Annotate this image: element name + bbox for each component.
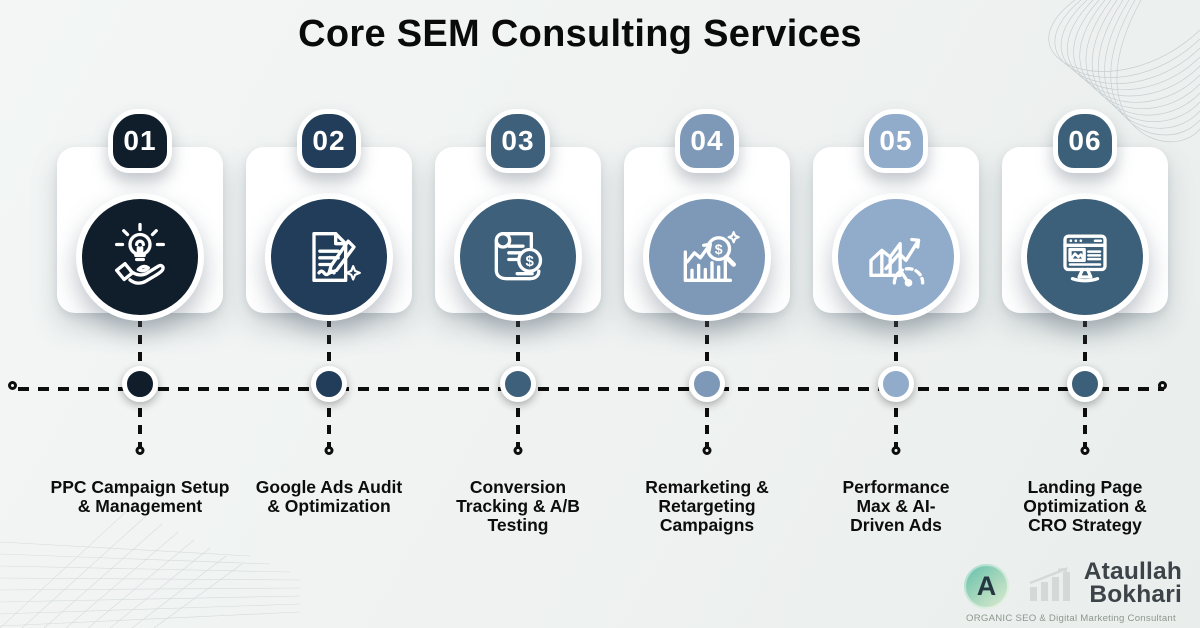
step-number: 05 (879, 125, 913, 156)
connector-line (894, 408, 898, 448)
growth-gauge-icon (869, 237, 925, 287)
connector-line (138, 408, 142, 448)
connector-end-ring (891, 446, 901, 455)
connector-end-ring (1080, 446, 1090, 455)
timeline-dot (689, 366, 725, 402)
service-label: Google Ads Audit & Optimization (255, 477, 403, 516)
service-icon-circle (265, 193, 393, 321)
chart-magnifier-icon: $ (683, 231, 740, 282)
connector-end-ring (513, 446, 523, 455)
svg-text:$: $ (715, 242, 723, 258)
connector-end-ring (324, 446, 334, 455)
brand-name: Ataullah Bokhari (1014, 558, 1182, 608)
service-column-4: 04 $ Remarketing & Retargeting Campaigns (612, 0, 802, 628)
page-title: Core SEM Consulting Services (298, 13, 862, 55)
brand-tagline: ORGANIC SEO & Digital Marketing Consulta… (966, 613, 1176, 624)
step-number-badge: 06 (1053, 109, 1117, 173)
svg-text:$: $ (525, 253, 534, 270)
timeline-start-ring (8, 381, 17, 390)
service-label: Conversion Tracking & A/B Testing (456, 477, 580, 535)
step-number: 03 (501, 125, 535, 156)
step-number: 01 (123, 125, 157, 156)
timeline-dot (500, 366, 536, 402)
connector-end-ring (702, 446, 712, 455)
brand-monogram-letter: A (976, 571, 997, 601)
service-icon-circle (832, 193, 960, 321)
service-column-5: 05 Performance Max & AI- Driven Ads (801, 0, 991, 628)
bar-chart-watermark-icon (1029, 567, 1070, 601)
connector-line (327, 408, 331, 448)
timeline-dot (1067, 366, 1103, 402)
connector-line (327, 318, 331, 372)
service-column-2: 02 Google Ads Audit & Optimization (234, 0, 424, 628)
brand-name-line2: Bokhari (1089, 580, 1182, 608)
connector-line (1083, 408, 1087, 448)
step-number-badge: 04 (675, 109, 739, 173)
brand-name-line1: Ataullah (1083, 558, 1182, 585)
service-column-6: 06 Landing Page Optimization & CRO Strat… (990, 0, 1180, 628)
connector-line (516, 408, 520, 448)
timeline-dot (311, 366, 347, 402)
service-label: Remarketing & Retargeting Campaigns (645, 477, 769, 535)
document-pen-icon (312, 232, 361, 282)
connector-line (516, 318, 520, 372)
connector-line (138, 318, 142, 372)
service-label: Performance Max & AI- Driven Ads (842, 477, 950, 535)
step-number: 06 (1068, 125, 1102, 156)
timeline-end-ring (1158, 381, 1167, 390)
step-number-badge: 05 (864, 109, 928, 173)
connector-line (705, 408, 709, 448)
connector-end-ring (135, 446, 145, 455)
step-number: 04 (690, 125, 724, 156)
timeline-dashed-line (18, 387, 1164, 391)
timeline-dot (122, 366, 158, 402)
service-icon-circle: $ (454, 193, 582, 321)
step-number-badge: 03 (486, 109, 550, 173)
service-column-1: 01 PPC Campaign Setup & Management (45, 0, 235, 628)
service-icon-circle (76, 193, 204, 321)
step-number-badge: 01 (108, 109, 172, 173)
step-number-badge: 02 (297, 109, 361, 173)
brand-logo: A Ataullah Bokhari ORGANIC SEO & Digital… (964, 558, 1184, 625)
service-icon-circle (1021, 193, 1149, 321)
service-icon-circle: $ (643, 193, 771, 321)
connector-line (705, 318, 709, 372)
step-number: 02 (312, 125, 346, 156)
landing-page-icon (1063, 234, 1107, 283)
connector-line (894, 318, 898, 372)
service-column-3: 03 $ Conversion Tracking & A/B Testing (423, 0, 613, 628)
brand-monogram: A (964, 564, 1009, 609)
idea-hand-icon (115, 222, 165, 285)
timeline-dot (878, 366, 914, 402)
service-label: Landing Page Optimization & CRO Strategy (1023, 477, 1147, 535)
connector-line (1083, 318, 1087, 372)
service-label: PPC Campaign Setup & Management (50, 477, 230, 516)
receipt-dollar-icon: $ (494, 232, 543, 281)
